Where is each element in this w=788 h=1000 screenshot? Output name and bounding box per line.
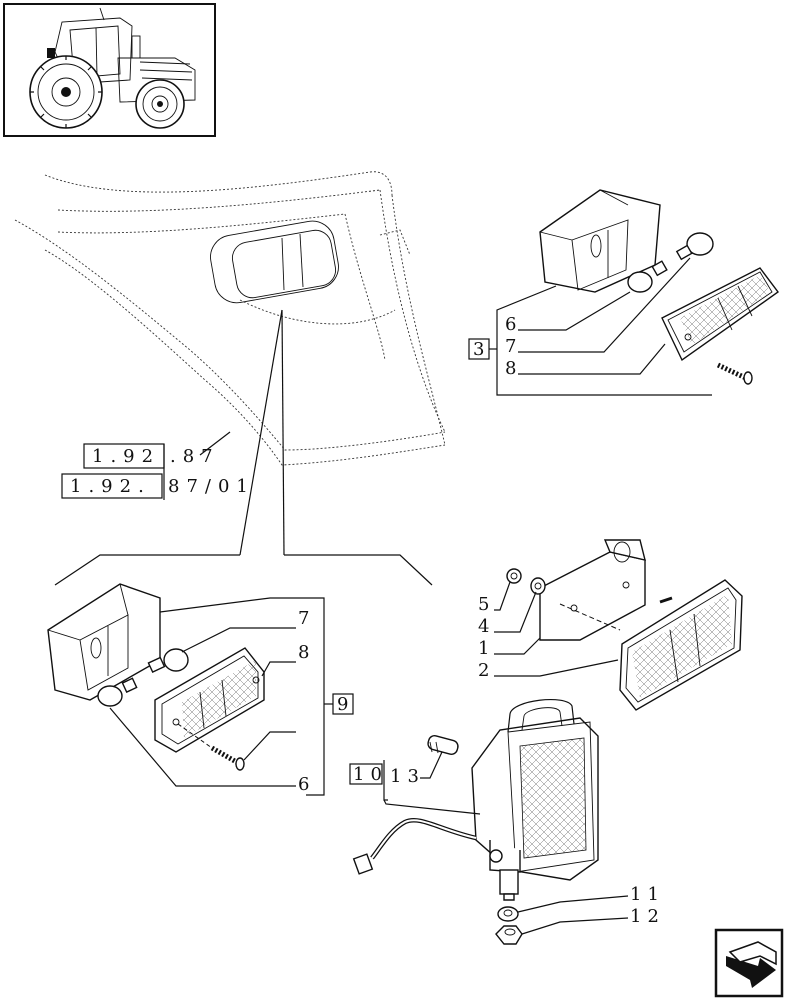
reference-1-92-87-01[interactable]: 1.92. 87/01 <box>61 473 255 499</box>
group-3-bracket: 3 <box>468 285 712 396</box>
callout-2: 2 <box>478 660 495 681</box>
reference-a-suffix: .87 <box>170 446 220 467</box>
group-9-label: 9 <box>337 694 354 715</box>
tractor-thumbnail-icon[interactable] <box>3 3 216 137</box>
next-page-arrow-icon[interactable] <box>714 928 784 998</box>
work-lamp <box>471 699 599 901</box>
nut-12 <box>495 925 523 945</box>
screw-left <box>177 723 245 771</box>
callouts-work-lamp: 13 11 12 <box>390 751 665 935</box>
callout-11: 11 <box>630 884 665 905</box>
washer-4 <box>530 577 546 595</box>
reference-1-92-87[interactable]: 1.92 .87 <box>83 443 220 500</box>
bracket-plate <box>539 539 646 641</box>
callout-1: 1 <box>478 638 495 659</box>
work-lamp-bulb <box>427 735 459 755</box>
lamp-lens-left <box>154 647 265 753</box>
callout-8-left: 8 <box>298 642 315 663</box>
callout-7: 7 <box>505 336 522 357</box>
callout-12: 12 <box>630 906 665 927</box>
work-lamp-cable <box>352 818 477 875</box>
callout-4: 4 <box>478 616 495 637</box>
reference-b-suffix: 87/01 <box>168 476 255 497</box>
mudguard-outline <box>14 171 446 466</box>
callout-13: 13 <box>390 766 425 787</box>
group-3-label: 3 <box>473 339 490 360</box>
group-9-bracket: 9 <box>159 597 354 796</box>
bulb-large-left <box>147 648 189 673</box>
rear-lamp-middle <box>619 579 743 711</box>
group-10-bracket: 10 <box>349 760 481 815</box>
bulb-small-top <box>627 260 668 293</box>
callout-8: 8 <box>505 358 522 379</box>
callouts-top-right: 6 7 8 <box>505 257 691 379</box>
callouts-middle-right: 5 4 1 2 <box>478 581 619 681</box>
bulb-large-top <box>675 232 714 261</box>
lamp-lens-top <box>661 267 779 362</box>
bulb-small-left <box>97 677 138 707</box>
callout-5: 5 <box>478 594 495 615</box>
callouts-left-lamp: 7 8 6 <box>109 608 315 795</box>
callout-6: 6 <box>505 314 522 335</box>
callout-6-left: 6 <box>298 774 315 795</box>
reference-a-code: 1.92 <box>92 446 160 467</box>
washer-5 <box>506 568 522 584</box>
screw-top <box>716 362 753 385</box>
reference-b-code: 1.92. <box>70 476 151 497</box>
group-10-label: 10 <box>353 764 388 785</box>
callout-7-left: 7 <box>298 608 315 629</box>
washer-11 <box>497 906 519 922</box>
lamp-housing-left <box>47 583 161 701</box>
detail-leader-lines <box>54 309 433 586</box>
